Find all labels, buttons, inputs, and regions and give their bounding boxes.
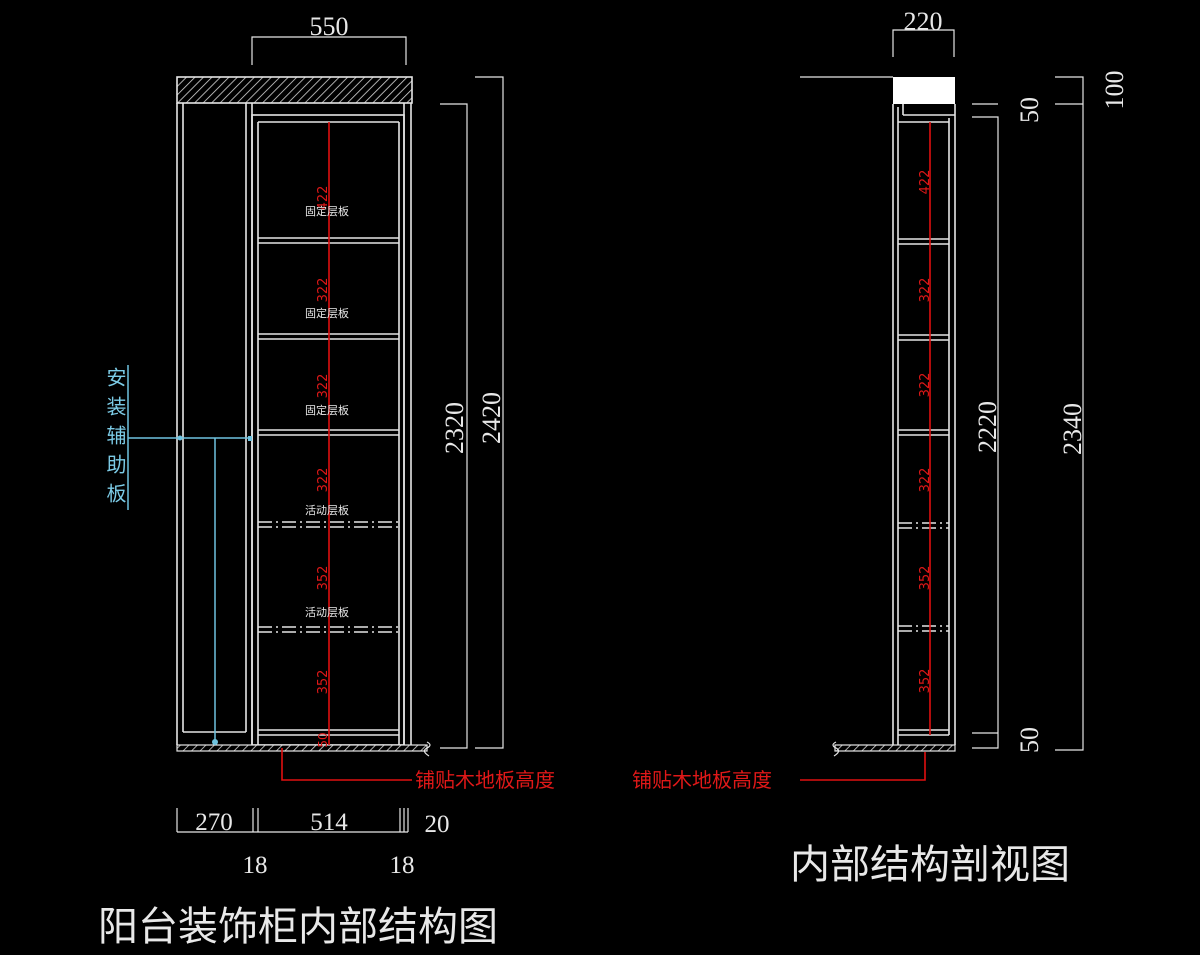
dim-section-inner-height: 2220 — [973, 401, 1002, 453]
dim-top-gap: 50 — [1015, 97, 1044, 123]
dim-left-width: 270 — [195, 809, 233, 836]
dim-board-left: 18 — [243, 852, 268, 879]
leader-dot — [212, 739, 218, 745]
dim-middle-width: 514 — [310, 809, 348, 836]
compartment-height: 322 — [918, 468, 933, 493]
compartment-height: 352 — [316, 566, 331, 591]
dim-bottom-gap: 50 — [1015, 727, 1044, 753]
break-symbol — [832, 741, 840, 757]
top-board — [176, 76, 413, 104]
section-view: 220 422 322 322 — [632, 7, 1129, 888]
compartment-height: 322 — [316, 278, 331, 303]
dim-section-outer-height: 2340 — [1058, 403, 1087, 455]
dim-right-width: 20 — [425, 811, 450, 838]
dim-board-right: 18 — [390, 852, 415, 879]
front-view-title: 阳台装饰柜内部结构图 — [98, 904, 498, 950]
top-board-section — [893, 77, 955, 104]
dim-top-width-text: 550 — [310, 12, 349, 41]
section-compartment-heights: 422 322 322 322 352 352 — [918, 170, 933, 694]
dim-outer-height-line — [475, 76, 504, 749]
leader-dot — [177, 435, 183, 441]
dim-outer-height: 2420 — [477, 392, 506, 444]
compartment-height: 422 — [316, 186, 331, 211]
dim-inner-height-line — [972, 116, 999, 749]
section-floor-label: 铺贴木地板高度 — [632, 768, 772, 792]
section-dims: 50 2220 50 100 2340 — [972, 71, 1129, 753]
dim-section-width: 220 — [904, 7, 943, 36]
dim-outer-height-line — [1055, 76, 1084, 751]
compartment-height: 352 — [918, 669, 933, 694]
compartment-heights: 422 322 322 322 352 352 50 — [316, 186, 331, 748]
leader-dot — [248, 436, 252, 441]
compartment-height: 422 — [918, 170, 933, 195]
shelf-label: 活动层板 — [305, 503, 349, 517]
shelf-label: 固定层板 — [305, 204, 349, 218]
shelf-label: 固定层板 — [305, 306, 349, 320]
front-view: 550 — [98, 12, 555, 950]
annotation-text: 安装辅助板 — [103, 367, 127, 512]
shelf-label: 活动层板 — [305, 605, 349, 619]
compartment-height: 322 — [316, 468, 331, 493]
compartment-height: 352 — [918, 566, 933, 591]
section-view-title: 内部结构剖视图 — [790, 842, 1070, 888]
break-symbol — [423, 741, 431, 757]
compartment-height: 322 — [918, 278, 933, 303]
floor-hatch — [176, 744, 428, 752]
section-shelves — [898, 238, 949, 736]
dim-inner-height-line — [440, 103, 468, 749]
compartment-height: 50 — [316, 732, 330, 747]
mounting-board-annotation: 安装辅助板 — [103, 365, 252, 745]
height-dims: 2320 2420 — [440, 76, 506, 749]
floor-leader — [800, 752, 926, 781]
floor-hatch — [834, 744, 956, 752]
compartment-height: 322 — [316, 374, 331, 399]
compartment-height: 322 — [918, 373, 933, 398]
dim-top-width: 550 — [251, 12, 407, 65]
dim-inner-height: 2320 — [440, 402, 469, 454]
shelf-label: 固定层板 — [305, 403, 349, 417]
dim-top-total: 100 — [1100, 71, 1129, 110]
floor-leader — [281, 748, 412, 781]
floor-label: 铺贴木地板高度 — [415, 768, 555, 792]
bottom-dims: 270 514 20 18 18 — [176, 808, 450, 879]
compartment-height: 352 — [316, 670, 331, 695]
dim-section-width-line — [892, 29, 955, 57]
shelf-labels: 固定层板 固定层板 固定层板 活动层板 活动层板 — [305, 204, 349, 619]
